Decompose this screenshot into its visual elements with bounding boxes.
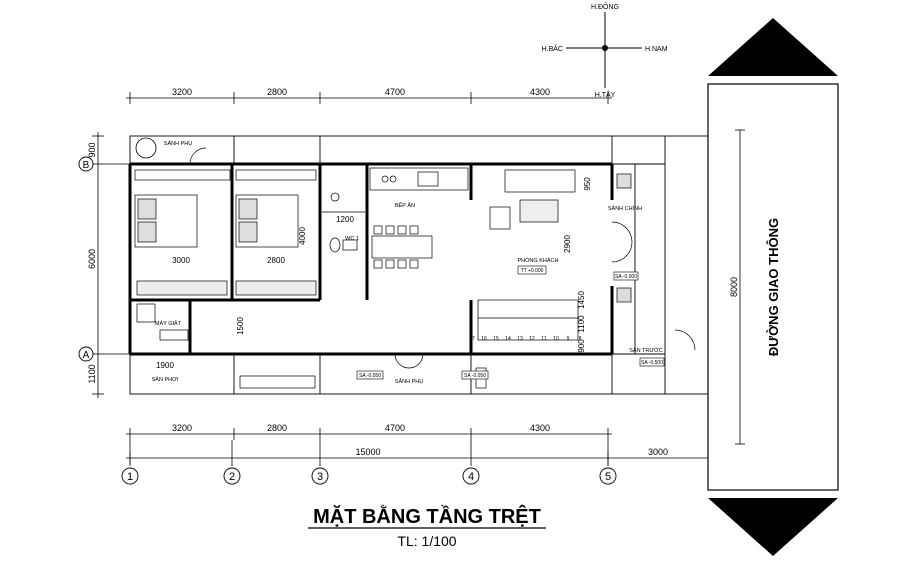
road-arrow-bottom	[708, 498, 838, 556]
front-top-dim: 950	[583, 177, 592, 191]
svg-text:10: 10	[553, 336, 559, 342]
road-label: ĐƯỜNG GIAO THÔNG	[766, 218, 781, 356]
dim-left-2: 6000	[87, 249, 97, 269]
axis-columns	[121, 467, 617, 485]
svg-text:15: 15	[493, 336, 499, 342]
svg-text:8: 8	[579, 336, 582, 342]
top-dimension-line	[126, 92, 612, 104]
bottom-dimension-line	[126, 428, 709, 466]
bedroom-1-width: 3000	[172, 256, 190, 265]
axis-label-4: 4	[468, 471, 474, 483]
laundry-width: 1900	[156, 361, 174, 370]
dim-bottom-1: 3200	[172, 423, 192, 433]
axis-label-a: A	[83, 350, 90, 361]
side-hall-top-label: SÂNH PHỤ	[164, 140, 192, 147]
hall-level: SA -0.000	[615, 274, 637, 280]
svg-text:11: 11	[541, 336, 546, 342]
svg-text:9: 9	[567, 336, 570, 342]
front-yard-label: SÂN TRƯỚC	[629, 347, 662, 354]
stair-dim-a: 1450	[577, 291, 586, 309]
bedroom-1	[134, 169, 231, 296]
dim-bottom-3: 4700	[385, 423, 405, 433]
left-dimension-line	[92, 132, 130, 398]
svg-text:17: 17	[469, 336, 475, 342]
side-door-top	[189, 147, 207, 165]
drawing-title: MẶT BẰNG TẦNG TRỆT	[313, 504, 541, 528]
dim-bottom-2: 2800	[267, 423, 287, 433]
road-arrow-top	[708, 18, 838, 76]
wc-label: WC 1	[345, 236, 359, 242]
axis-label-3: 3	[317, 471, 323, 483]
kitchen-label: BẾP ĂN	[395, 202, 415, 209]
road-outline	[707, 83, 839, 491]
side-level: SA -0.050	[359, 373, 381, 379]
dim-top-3: 4700	[385, 87, 405, 97]
bedroom-2-width: 2800	[267, 256, 285, 265]
side-hall-bottom-label: SẢNH PHỤ	[395, 378, 423, 385]
front-hall	[611, 173, 696, 351]
svg-text:14: 14	[505, 336, 511, 342]
dim-left-1: 900	[87, 142, 97, 157]
compass-east-label: H.NAM	[645, 46, 668, 53]
living-room	[477, 169, 579, 341]
dim-top-1: 3200	[172, 87, 192, 97]
axis-label-b: B	[83, 160, 90, 171]
bedroom-2	[235, 169, 317, 296]
wc-room	[322, 192, 365, 253]
compass-south-label: H.TÂY	[595, 90, 616, 99]
axis-label-5: 5	[605, 471, 611, 483]
back-level: SA -0.050	[464, 373, 486, 379]
dim-top-4: 4300	[530, 87, 550, 97]
axis-bubble-a	[78, 346, 94, 362]
stair-dim-c: 900	[577, 339, 586, 353]
living-level: TT +0.000	[521, 268, 544, 274]
dim-road-front: 3000	[648, 447, 668, 457]
axis-label-2: 2	[229, 471, 235, 483]
kitchen	[369, 167, 469, 269]
compass: H.ĐÔNG H.BẮC H.NAM H.TÂY	[542, 2, 668, 99]
compass-west-label: H.BẮC	[542, 44, 563, 53]
living-height: 2900	[563, 235, 572, 253]
living-label: PHÒNG KHÁCH	[518, 257, 559, 264]
dim-bottom-4: 4300	[530, 423, 550, 433]
svg-text:12: 12	[529, 336, 535, 342]
main-hall-label: SẢNH CHÍNH	[608, 205, 642, 212]
wc-width: 1200	[336, 215, 354, 224]
axis-label-1: 1	[127, 471, 133, 483]
axis-bubble-b	[78, 156, 94, 172]
compass-north-label: H.ĐÔNG	[591, 2, 619, 11]
laundry	[136, 303, 189, 341]
laundry-height: 1500	[236, 317, 245, 335]
drawing-scale: TL: 1/100	[397, 533, 456, 549]
washer-label: MÁY GIẶT	[155, 320, 182, 327]
svg-text:13: 13	[517, 336, 523, 342]
yard-level: SA -0.500	[641, 360, 663, 366]
walls	[128, 162, 614, 356]
road: 8000 ĐƯỜNG GIAO THÔNG	[707, 18, 839, 556]
drying-yard-label: SÂN PHƠI	[152, 376, 179, 383]
thin-walls	[233, 136, 666, 394]
dim-total: 15000	[355, 447, 380, 457]
road-width-label: 8000	[729, 277, 739, 297]
stair-dim-b: 1100	[577, 315, 586, 333]
stair-numbers: 17 16 15 14 13 12 11 10 9 8	[469, 336, 581, 342]
dim-top-2: 2800	[267, 87, 287, 97]
plant-top-left	[135, 137, 157, 159]
dim-left-3: 1100	[87, 364, 97, 383]
bedroom-height: 4000	[298, 227, 307, 245]
svg-text:16: 16	[481, 336, 487, 342]
